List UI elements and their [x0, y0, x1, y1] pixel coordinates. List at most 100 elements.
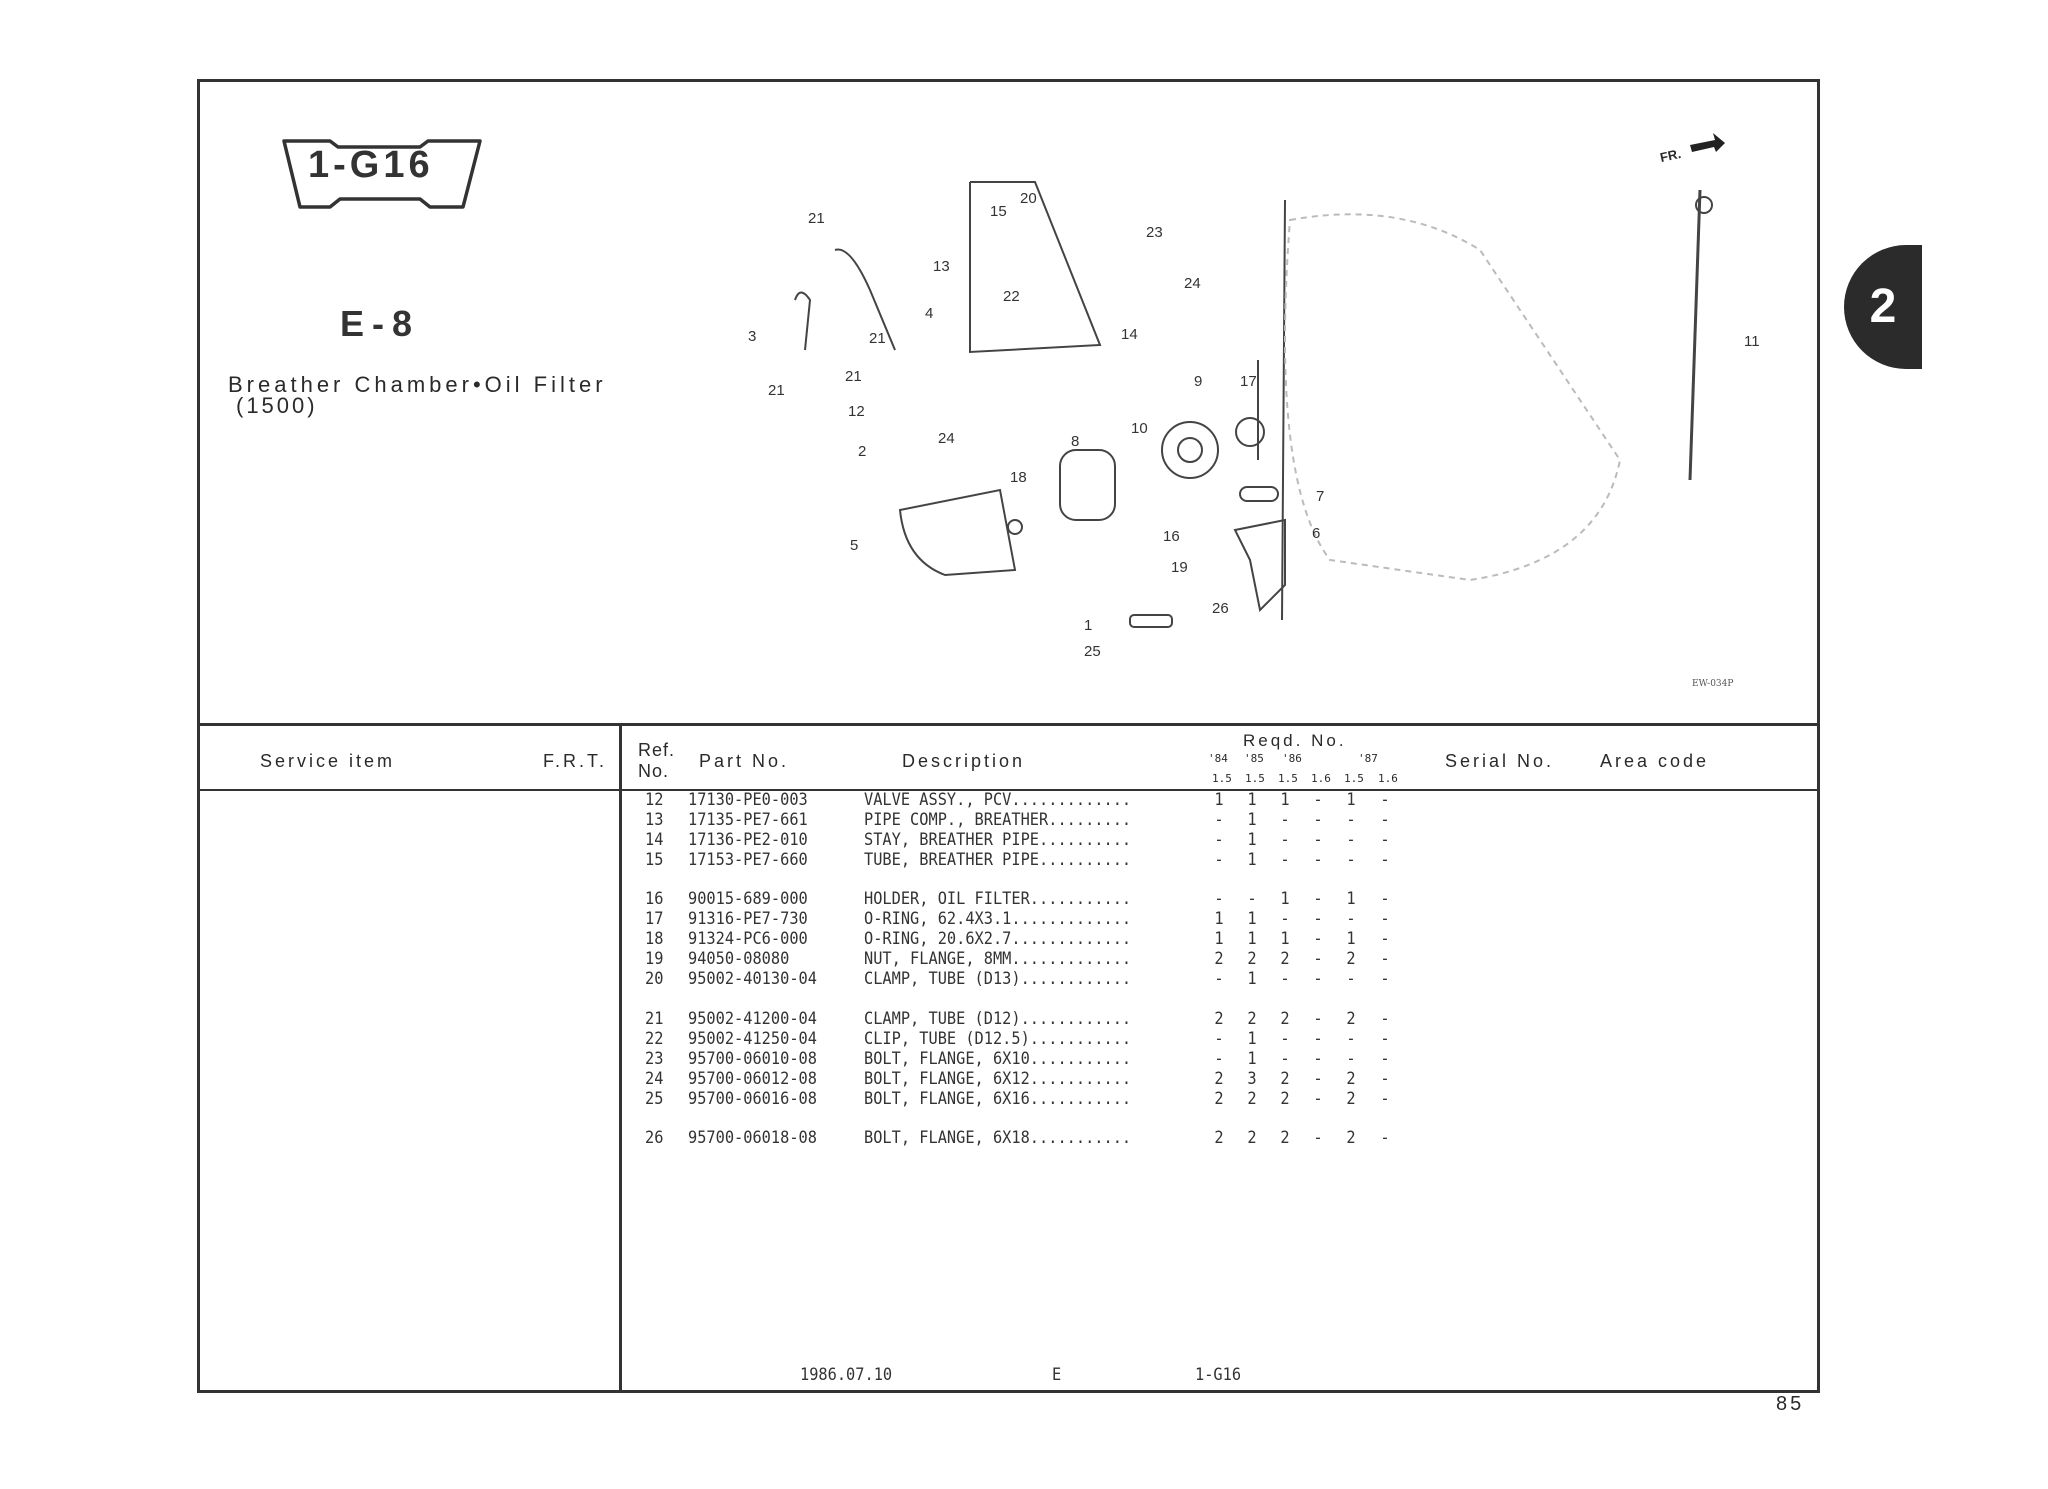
callout-number: 17 — [1240, 373, 1257, 390]
ref-number: 25 — [644, 1089, 664, 1109]
required-qty: - — [1380, 1089, 1390, 1109]
part-number: 91316-PE7-730 — [687, 909, 808, 929]
part-description: VALVE ASSY., PCV............. — [864, 790, 1132, 810]
callout-number: 2 — [858, 443, 867, 460]
col-part-no: Part No. — [699, 751, 790, 771]
required-qty: 2 — [1280, 1089, 1290, 1109]
required-qty: 1 — [1280, 889, 1290, 909]
required-qty: 1 — [1214, 790, 1224, 810]
callout-number: 10 — [1131, 420, 1148, 437]
required-qty: 1 — [1247, 1049, 1257, 1069]
footer-date: 1986.07.10 — [800, 1365, 893, 1385]
col-engine: 1.5 — [1278, 772, 1298, 785]
col-ref: Ref. — [638, 740, 676, 760]
callout-number: 23 — [1146, 224, 1163, 241]
required-qty: - — [1313, 790, 1323, 810]
front-arrow-icon — [1690, 133, 1725, 152]
required-qty: 2 — [1280, 1128, 1290, 1148]
required-qty: 1 — [1247, 850, 1257, 870]
required-qty: - — [1214, 850, 1224, 870]
part-number: 95700-06010-08 — [687, 1049, 817, 1069]
col-year: '87 — [1358, 752, 1378, 765]
required-qty: 2 — [1247, 949, 1257, 969]
required-qty: 2 — [1346, 1069, 1356, 1089]
required-qty: - — [1313, 1029, 1323, 1049]
required-qty: 1 — [1346, 889, 1356, 909]
required-qty: 2 — [1214, 1089, 1224, 1109]
required-qty: - — [1280, 969, 1290, 989]
required-qty: 1 — [1346, 790, 1356, 810]
required-qty: 2 — [1214, 1128, 1224, 1148]
callout-number: 21 — [808, 210, 825, 227]
callout-number: 18 — [1010, 469, 1027, 486]
section-subtitle: (1500) — [236, 393, 318, 418]
part-number: 91324-PC6-000 — [687, 929, 808, 949]
required-qty: 2 — [1214, 1009, 1224, 1029]
figure-code: EW-034P — [1692, 679, 1734, 689]
ref-number: 13 — [644, 810, 664, 830]
callout-number: 26 — [1212, 600, 1229, 617]
required-qty: - — [1380, 790, 1390, 810]
part-description: O-RING, 62.4X3.1............. — [864, 909, 1132, 929]
section-code: 1-G16 — [308, 144, 434, 186]
required-qty: 2 — [1346, 1089, 1356, 1109]
ref-number: 21 — [644, 1009, 664, 1029]
required-qty: - — [1346, 1029, 1356, 1049]
col-area-code: Area code — [1600, 751, 1710, 771]
required-qty: - — [1214, 1049, 1224, 1069]
required-qty: - — [1313, 850, 1323, 870]
part-number: 95700-06012-08 — [687, 1069, 817, 1089]
required-qty: - — [1280, 810, 1290, 830]
callout-number: 21 — [869, 330, 886, 347]
required-qty: - — [1214, 1029, 1224, 1049]
required-qty: - — [1346, 909, 1356, 929]
required-qty: - — [1280, 1029, 1290, 1049]
ref-number: 19 — [644, 949, 664, 969]
required-qty: - — [1380, 1069, 1390, 1089]
required-qty: 1 — [1280, 929, 1290, 949]
col-engine: 1.5 — [1344, 772, 1364, 785]
required-qty: 2 — [1214, 1069, 1224, 1089]
callout-number: 8 — [1071, 433, 1080, 450]
required-qty: - — [1280, 1049, 1290, 1069]
required-qty: 2 — [1346, 1128, 1356, 1148]
required-qty: 1 — [1247, 830, 1257, 850]
required-qty: 2 — [1280, 1069, 1290, 1089]
callout-number: 20 — [1020, 190, 1037, 207]
part-number: 95002-41250-04 — [687, 1029, 817, 1049]
part-description: CLAMP, TUBE (D13)............ — [864, 969, 1132, 989]
part-description: BOLT, FLANGE, 6X10........... — [864, 1049, 1132, 1069]
part-number: 17135-PE7-661 — [687, 810, 808, 830]
footer-code: 1-G16 — [1195, 1365, 1242, 1385]
ref-number: 18 — [644, 929, 664, 949]
required-qty: - — [1313, 949, 1323, 969]
required-qty: - — [1380, 830, 1390, 850]
section-title: Breather Chamber•Oil Filter — [228, 372, 607, 397]
callout-number: 16 — [1163, 528, 1180, 545]
callout-number: 22 — [1003, 288, 1020, 305]
part-number: 17153-PE7-660 — [687, 850, 808, 870]
col-year: '85 — [1244, 752, 1264, 765]
page-frame — [197, 79, 1820, 1393]
part-number: 90015-689-000 — [687, 889, 808, 909]
required-qty: 2 — [1247, 1089, 1257, 1109]
required-qty: - — [1280, 850, 1290, 870]
ref-number: 23 — [644, 1049, 664, 1069]
required-qty: 2 — [1346, 949, 1356, 969]
callout-number: 19 — [1171, 559, 1188, 576]
col-engine: 1.6 — [1378, 772, 1398, 785]
divider — [197, 789, 1820, 791]
required-qty: - — [1380, 1128, 1390, 1148]
required-qty: - — [1313, 1009, 1323, 1029]
required-qty: 1 — [1247, 969, 1257, 989]
required-qty: - — [1313, 1069, 1323, 1089]
ref-number: 20 — [644, 969, 664, 989]
